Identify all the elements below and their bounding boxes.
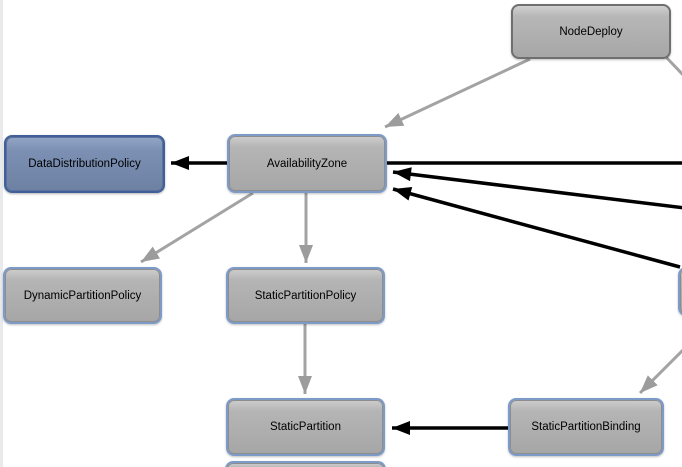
node-clipped-bottom[interactable] — [225, 461, 386, 467]
node-availabilityzone[interactable]: AvailabilityZone — [227, 134, 387, 193]
node-datadistributionpolicy-label: DataDistributionPolicy — [28, 158, 141, 170]
edge-offscreen-availabilityzone — [392, 167, 682, 210]
canvas-left-border — [0, 0, 3, 467]
edge-offscreen-staticpartitionbinding — [638, 348, 682, 395]
node-staticpartitionbinding[interactable]: StaticPartitionBinding — [508, 398, 664, 456]
node-staticpartitionpolicy-label: StaticPartitionPolicy — [254, 289, 357, 302]
node-staticpartitionbinding-label: StaticPartitionBinding — [531, 421, 641, 433]
edge-availabilityzone-dynamicpartitionpolicy — [140, 191, 254, 264]
edge-clippednode-availabilityzone — [392, 186, 681, 269]
node-availabilityzone-label: AvailabilityZone — [266, 157, 348, 170]
node-nodedeploy-label: NodeDeploy — [559, 25, 623, 38]
node-staticpartition[interactable]: StaticPartition — [226, 398, 385, 456]
node-staticpartition-label: StaticPartition — [270, 421, 341, 433]
node-dynamicpartitionpolicy-label: DynamicPartitionPolicy — [23, 289, 142, 302]
node-dynamicpartitionpolicy[interactable]: DynamicPartitionPolicy — [3, 267, 162, 324]
node-staticpartitionpolicy[interactable]: StaticPartitionPolicy — [226, 267, 385, 324]
edge-nodedeploy-availabilityzone — [384, 57, 531, 129]
node-clipped-right[interactable] — [678, 267, 682, 316]
node-nodedeploy[interactable]: NodeDeploy — [511, 4, 671, 59]
node-datadistributionpolicy[interactable]: DataDistributionPolicy — [4, 135, 165, 193]
edge-nodedeploy-offscreen-right — [664, 55, 682, 77]
